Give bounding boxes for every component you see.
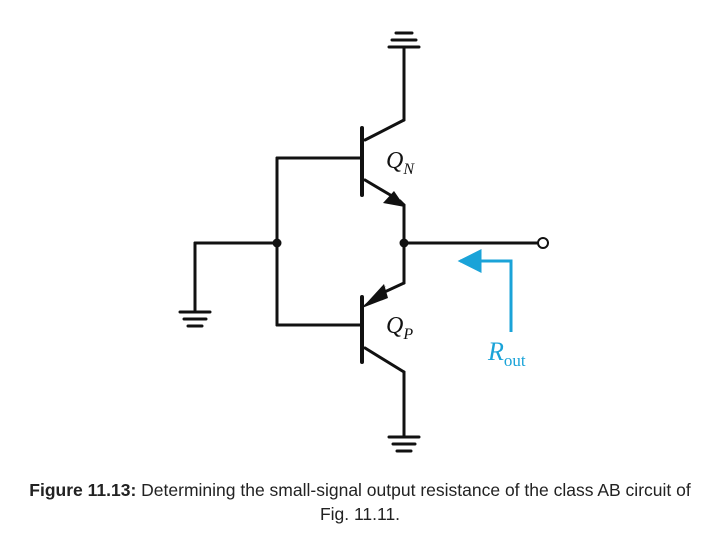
- figure-caption: Figure 11.13: Determining the small-sign…: [20, 478, 700, 526]
- junction-dot-left: [272, 238, 282, 248]
- supply-bottom-symbol: [387, 435, 421, 453]
- caption-label: Figure 11.13:: [29, 480, 137, 500]
- qp-arrow-head: [362, 284, 388, 308]
- circuit-diagram: QN QP Rout: [178, 31, 549, 453]
- qp-label: QP: [386, 313, 413, 343]
- rout-label: Rout: [487, 337, 526, 370]
- supply-top-symbol: [387, 31, 421, 49]
- transistor-qn: [360, 118, 406, 207]
- junction-dot-middle: [399, 238, 409, 248]
- rout-arrow: [457, 249, 513, 332]
- output-terminal: [537, 237, 549, 249]
- caption-text: Determining the small-signal output resi…: [141, 480, 691, 524]
- input-ground-symbol: [178, 310, 212, 328]
- qn-label: QN: [386, 148, 415, 178]
- qn-emitter-arrow: [383, 191, 405, 207]
